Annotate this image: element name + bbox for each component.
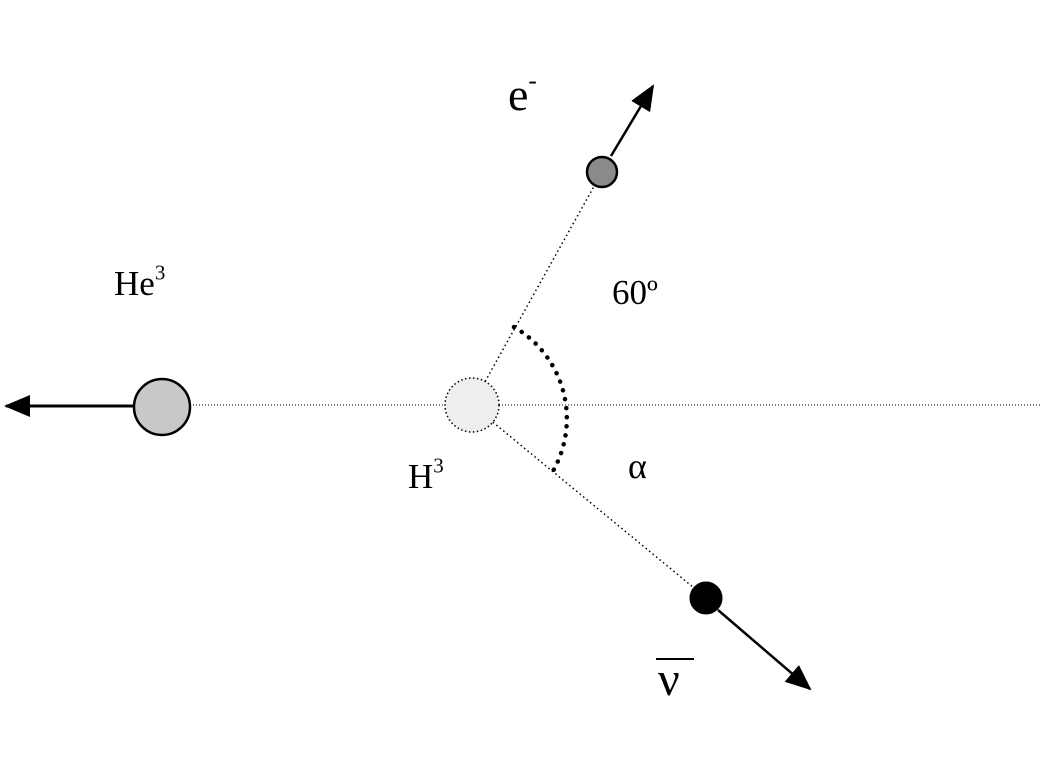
angle-arc: [511, 324, 570, 479]
helium-label: He3: [114, 260, 166, 303]
antineutrino-overbar: [656, 658, 694, 660]
antineutrino-label: ν: [658, 653, 680, 706]
electron-track-line: [471, 171, 603, 406]
tritium-label: H3: [408, 453, 444, 496]
angle-symbol-label: α: [628, 446, 647, 486]
electron-arrow: [609, 84, 655, 157]
antineutrino-arrow: [717, 609, 812, 691]
helium-nucleus: [132, 377, 192, 437]
tritium-nucleus: [444, 377, 500, 433]
angle-value-label: 60º: [612, 273, 658, 312]
electron-label: e-: [508, 66, 537, 120]
antineutrino-track-line: [471, 404, 706, 598]
antineutrino-particle: [689, 581, 723, 615]
electron-particle: [585, 155, 619, 189]
